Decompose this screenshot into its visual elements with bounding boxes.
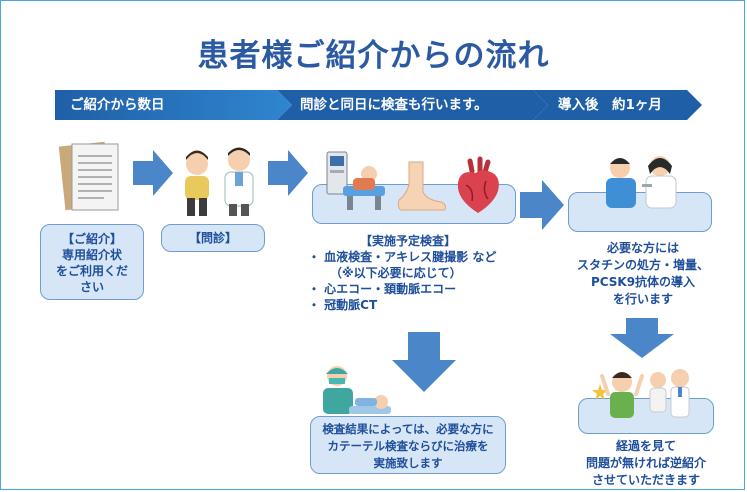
treatment-line: を行います	[612, 292, 673, 306]
timeline-segment-3	[533, 90, 702, 120]
doctor-consultation-icon	[185, 147, 254, 216]
treatment-image-box	[568, 192, 712, 232]
exam-item: ・ 冠動脈CT	[308, 298, 378, 312]
timeline-segment-2	[277, 90, 548, 120]
timeline-phase-2: 問診と同日に検査も行います。	[300, 97, 488, 113]
exam-heading: 【実施予定検査】	[360, 234, 457, 248]
referral-line: さい	[79, 280, 104, 294]
referral-line: 専用紹介状	[61, 248, 122, 262]
treatment-line: PCSK9抗体の導入	[590, 275, 696, 289]
referral-box: 【ご紹介】 専用紹介状 をご利用くだ さい	[40, 224, 144, 300]
catheter-line: 実施致します	[373, 456, 443, 470]
exam-item: ・ 心エコー・頚動脈エコー	[308, 282, 457, 296]
medical-scanner-icon	[326, 151, 385, 210]
catheter-box: 検査結果によっては、必要な方に カテーテル検査ならびに治療を 実施致します	[310, 416, 506, 474]
timeline-phase-3: 導入後 約1ヶ月	[558, 97, 662, 113]
injection-icon	[606, 156, 677, 209]
heart-organ-icon	[457, 156, 499, 213]
page-title: 患者様ご紹介からの流れ	[197, 38, 550, 74]
timeline-segment-1	[55, 90, 292, 120]
arrow-right-icon	[268, 150, 308, 196]
timeline-phase-1: ご紹介から数日	[70, 97, 165, 113]
arrow-right-icon	[133, 150, 173, 196]
exam-note: （※以下必要に応じて）	[330, 266, 462, 280]
treatment-line: スタチンの処方・増量、	[576, 258, 709, 272]
arrow-right-icon	[520, 180, 564, 230]
interview-box: 【問診】	[161, 224, 265, 252]
catheter-line: カテーテル検査ならびに治療を	[327, 439, 489, 453]
treatment-text: 必要な方には スタチンの処方・増量、 PCSK9抗体の導入 を行います	[577, 240, 709, 308]
arrow-down-icon	[392, 332, 456, 392]
interview-heading: 【問診】	[188, 231, 237, 245]
surgeon-icon	[323, 366, 391, 414]
exam-item: ・ 血液検査・アキレス腱撮影 など	[308, 250, 497, 264]
return-line: 問題が無ければ逆紹介	[585, 456, 706, 470]
timeline-band	[55, 90, 702, 120]
happy-patient-icon	[592, 369, 690, 418]
document-icon	[58, 141, 119, 211]
arrow-down-icon	[610, 318, 674, 358]
referral-heading: 【ご紹介】	[61, 232, 122, 246]
catheter-line: 検査結果によっては、必要な方に	[322, 422, 494, 436]
referral-line: をご利用くだ	[55, 264, 128, 278]
return-line: させていただきます	[591, 473, 700, 487]
return-line: 経過を見て	[615, 439, 676, 453]
treatment-line: 必要な方には	[606, 241, 679, 255]
foot-icon	[397, 161, 446, 211]
return-text: 経過を見て 問題が無ければ逆紹介 させていただきます	[578, 438, 714, 489]
return-image-box	[578, 398, 714, 434]
